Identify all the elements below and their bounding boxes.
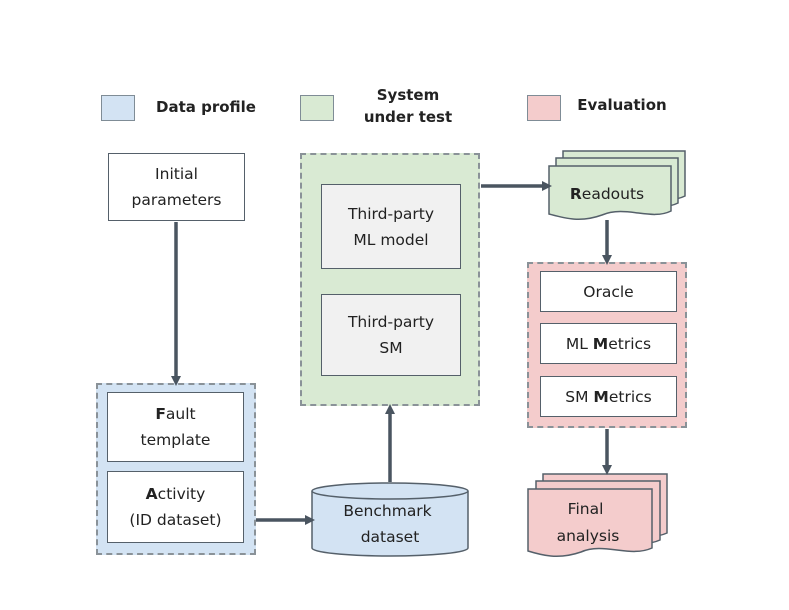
- legend-swatch-data-profile: [101, 95, 135, 121]
- ml-metrics-box: ML Metrics: [540, 323, 677, 364]
- benchmark-dataset-cylinder: Benchmark dataset: [311, 482, 469, 557]
- oracle-label: Oracle: [583, 282, 634, 301]
- sm-metrics-prefix: SM: [565, 387, 594, 406]
- readouts-label: Readouts: [570, 185, 644, 203]
- ml-metrics-initial: M: [592, 334, 609, 353]
- activity-box: Activity (ID dataset): [107, 471, 244, 543]
- fault-template-label: Fault template: [141, 401, 211, 453]
- third-party-ml-model-box: Third-party ML model: [321, 184, 461, 269]
- ml-metrics-label: ML Metrics: [566, 331, 651, 357]
- benchmark-dataset-label: Benchmark dataset: [343, 502, 436, 546]
- initial-parameters-box: Initial parameters: [108, 153, 245, 221]
- activity-initial: A: [145, 485, 158, 503]
- oracle-box: Oracle: [540, 271, 677, 312]
- third-party-sm-label: Third-party SM: [347, 313, 435, 357]
- readouts-document-stack: Readouts: [548, 150, 686, 221]
- final-analysis-line-1: Final: [568, 500, 604, 518]
- ml-metrics-prefix: ML: [565, 334, 593, 353]
- sm-metrics-box: SM Metrics: [540, 376, 677, 417]
- sm-metrics-label: SM Metrics: [565, 384, 651, 410]
- third-party-sm-box: Third-party SM: [321, 294, 461, 376]
- fault-template-initial: F: [155, 405, 166, 423]
- legend-label-system-under-test: System under test: [363, 86, 453, 126]
- ml-metrics-text: etrics: [608, 334, 652, 353]
- final-analysis-doc-front: [527, 488, 653, 558]
- cylinder-body: [311, 491, 469, 557]
- benchmark-dataset-line-2: dataset: [361, 528, 420, 546]
- legend-swatch-evaluation: [527, 95, 561, 121]
- initial-parameters-label: Initial parameters: [131, 165, 222, 209]
- fault-template-text: ault template: [140, 405, 211, 449]
- final-analysis-line-2: analysis: [557, 527, 620, 545]
- legend-label-evaluation: Evaluation: [577, 96, 667, 114]
- sm-metrics-initial: M: [593, 387, 609, 406]
- legend-swatch-system-under-test: [300, 95, 334, 121]
- sm-metrics-text: etrics: [608, 387, 652, 406]
- readouts-doc-front: [548, 165, 672, 221]
- readouts-text: eadouts: [582, 185, 644, 203]
- final-analysis-label: Final analysis: [557, 500, 620, 545]
- legend-label-data-profile: Data profile: [156, 98, 256, 116]
- activity-text: ctivity (ID dataset): [129, 485, 222, 529]
- final-analysis-document-stack: Final analysis: [527, 473, 668, 558]
- cylinder-top: [311, 482, 469, 500]
- activity-label: Activity (ID dataset): [129, 481, 221, 533]
- fault-template-box: Fault template: [107, 392, 244, 462]
- benchmark-dataset-line-1: Benchmark: [343, 502, 431, 520]
- third-party-ml-model-label: Third-party ML model: [347, 204, 435, 249]
- readouts-initial: R: [570, 185, 582, 203]
